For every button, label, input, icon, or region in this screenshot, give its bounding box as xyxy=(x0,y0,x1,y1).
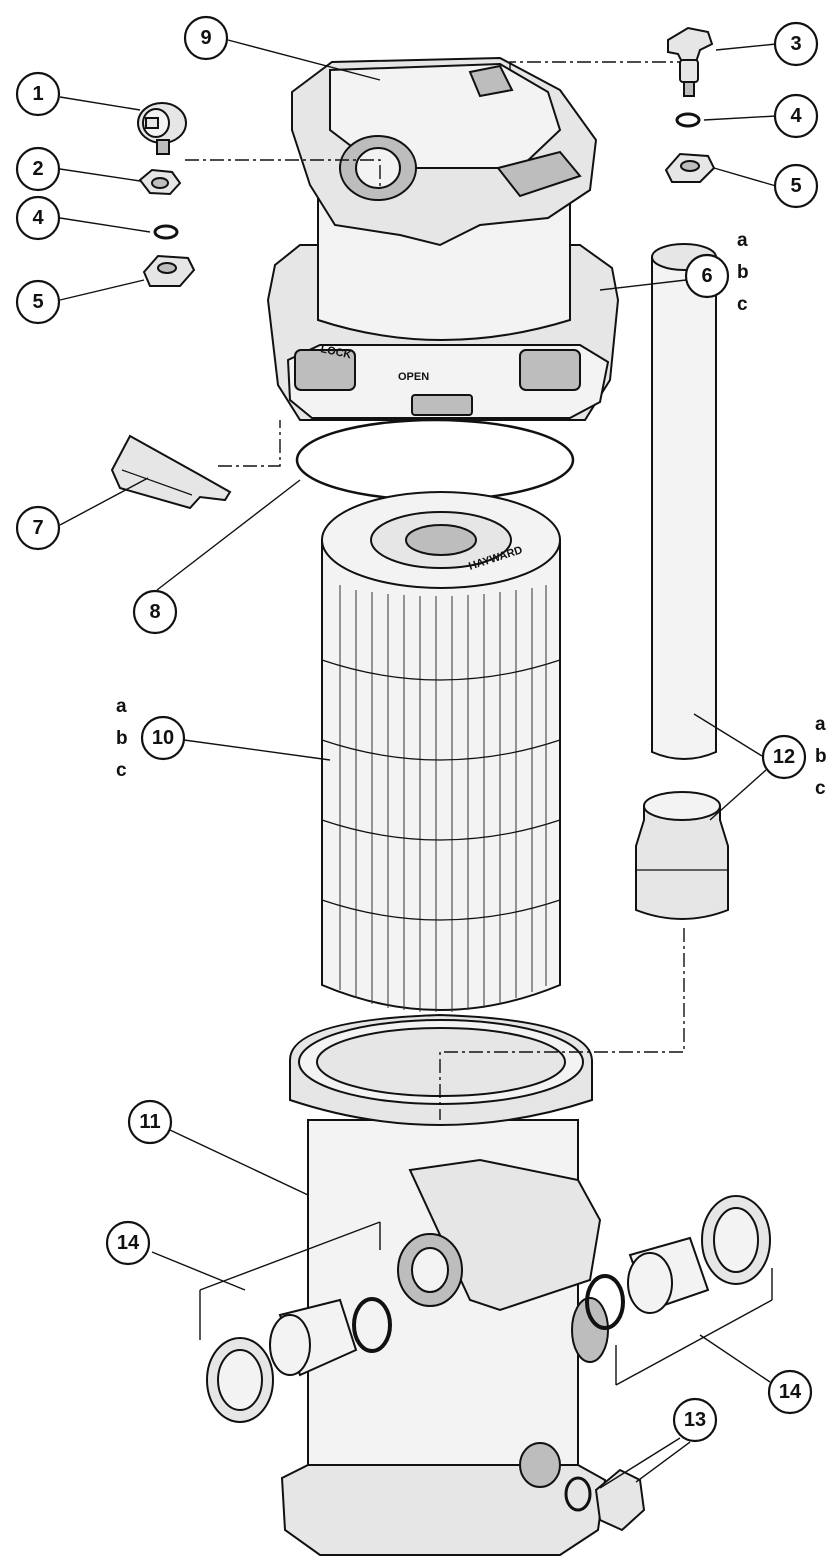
part-14-union-right xyxy=(585,1195,771,1330)
variant-12-a: a xyxy=(815,714,826,735)
variant-10-b: b xyxy=(116,728,128,749)
callout-6-label: 6 xyxy=(701,265,712,287)
callout-3-label: 3 xyxy=(790,33,801,55)
callout-10: 10 xyxy=(140,715,186,761)
variants-part-6: a b c xyxy=(737,230,749,315)
callout-5-left: 5 xyxy=(15,279,61,325)
callout-13: 13 xyxy=(672,1397,718,1443)
callout-5-right-label: 5 xyxy=(790,175,801,197)
head-open-stamp: OPEN xyxy=(398,371,429,383)
variant-6-b: b xyxy=(737,262,749,283)
part-2-drain-adapter xyxy=(138,168,182,196)
callout-12: 12 xyxy=(761,734,807,780)
callout-10-label: 10 xyxy=(152,727,174,749)
part-10-cartridge: HAYWARD xyxy=(321,491,561,1012)
part-5-nut-right xyxy=(664,152,716,183)
callout-11-label: 11 xyxy=(139,1111,160,1133)
callout-1-label: 1 xyxy=(32,83,43,105)
callout-14-left-label: 14 xyxy=(117,1232,140,1254)
variant-10-a: a xyxy=(116,696,127,717)
part-9-head-cover xyxy=(291,56,598,247)
part-4-o-ring-right xyxy=(675,112,701,128)
callout-9-label: 9 xyxy=(200,27,211,49)
callout-1: 1 xyxy=(15,71,61,117)
callout-6: 6 xyxy=(684,253,730,299)
callout-8-label: 8 xyxy=(149,601,160,623)
part-12-standpipe xyxy=(635,243,729,920)
variants-part-10: a b c xyxy=(116,696,128,781)
callout-12-label: 12 xyxy=(773,746,795,768)
callout-13-label: 13 xyxy=(684,1409,706,1431)
variant-12-c: c xyxy=(815,778,826,799)
callout-7: 7 xyxy=(15,505,61,551)
callout-14-right: 14 xyxy=(767,1369,813,1415)
pleat-lines xyxy=(339,585,547,1012)
variant-6-a: a xyxy=(737,230,748,251)
part-11-filter-body xyxy=(280,1013,609,1556)
callout-4-left-label: 4 xyxy=(32,207,44,229)
callout-9: 9 xyxy=(183,15,229,61)
callout-2-label: 2 xyxy=(32,158,43,180)
part-13-drain-plug xyxy=(564,1468,646,1532)
callout-4-left: 4 xyxy=(15,195,61,241)
callout-4-right: 4 xyxy=(773,93,819,139)
callout-5-left-label: 5 xyxy=(32,291,43,313)
callout-4-right-label: 4 xyxy=(790,105,802,127)
part-7-lock-tab xyxy=(110,434,232,510)
callout-7-label: 7 xyxy=(32,517,43,539)
leader-lines xyxy=(59,39,777,1489)
callout-11: 11 xyxy=(127,1099,173,1145)
variant-12-b: b xyxy=(815,746,827,767)
alignment-lines xyxy=(185,61,685,1120)
callout-14-left: 14 xyxy=(105,1220,151,1266)
variant-6-c: c xyxy=(737,294,748,315)
part-4-o-ring-left xyxy=(153,224,179,240)
part-3-air-relief-valve xyxy=(667,26,714,97)
callout-5-right: 5 xyxy=(773,163,819,209)
part-14-union-left xyxy=(206,1297,392,1423)
part-1-air-relief-knob xyxy=(137,102,187,155)
callout-2: 2 xyxy=(15,146,61,192)
variants-part-12: a b c xyxy=(815,714,827,799)
part-5-nut-left xyxy=(142,254,196,287)
callout-14-right-label: 14 xyxy=(779,1381,802,1403)
callout-3: 3 xyxy=(773,21,819,67)
part-8-o-ring xyxy=(295,418,575,502)
callout-8: 8 xyxy=(132,589,178,635)
variant-10-c: c xyxy=(116,760,127,781)
